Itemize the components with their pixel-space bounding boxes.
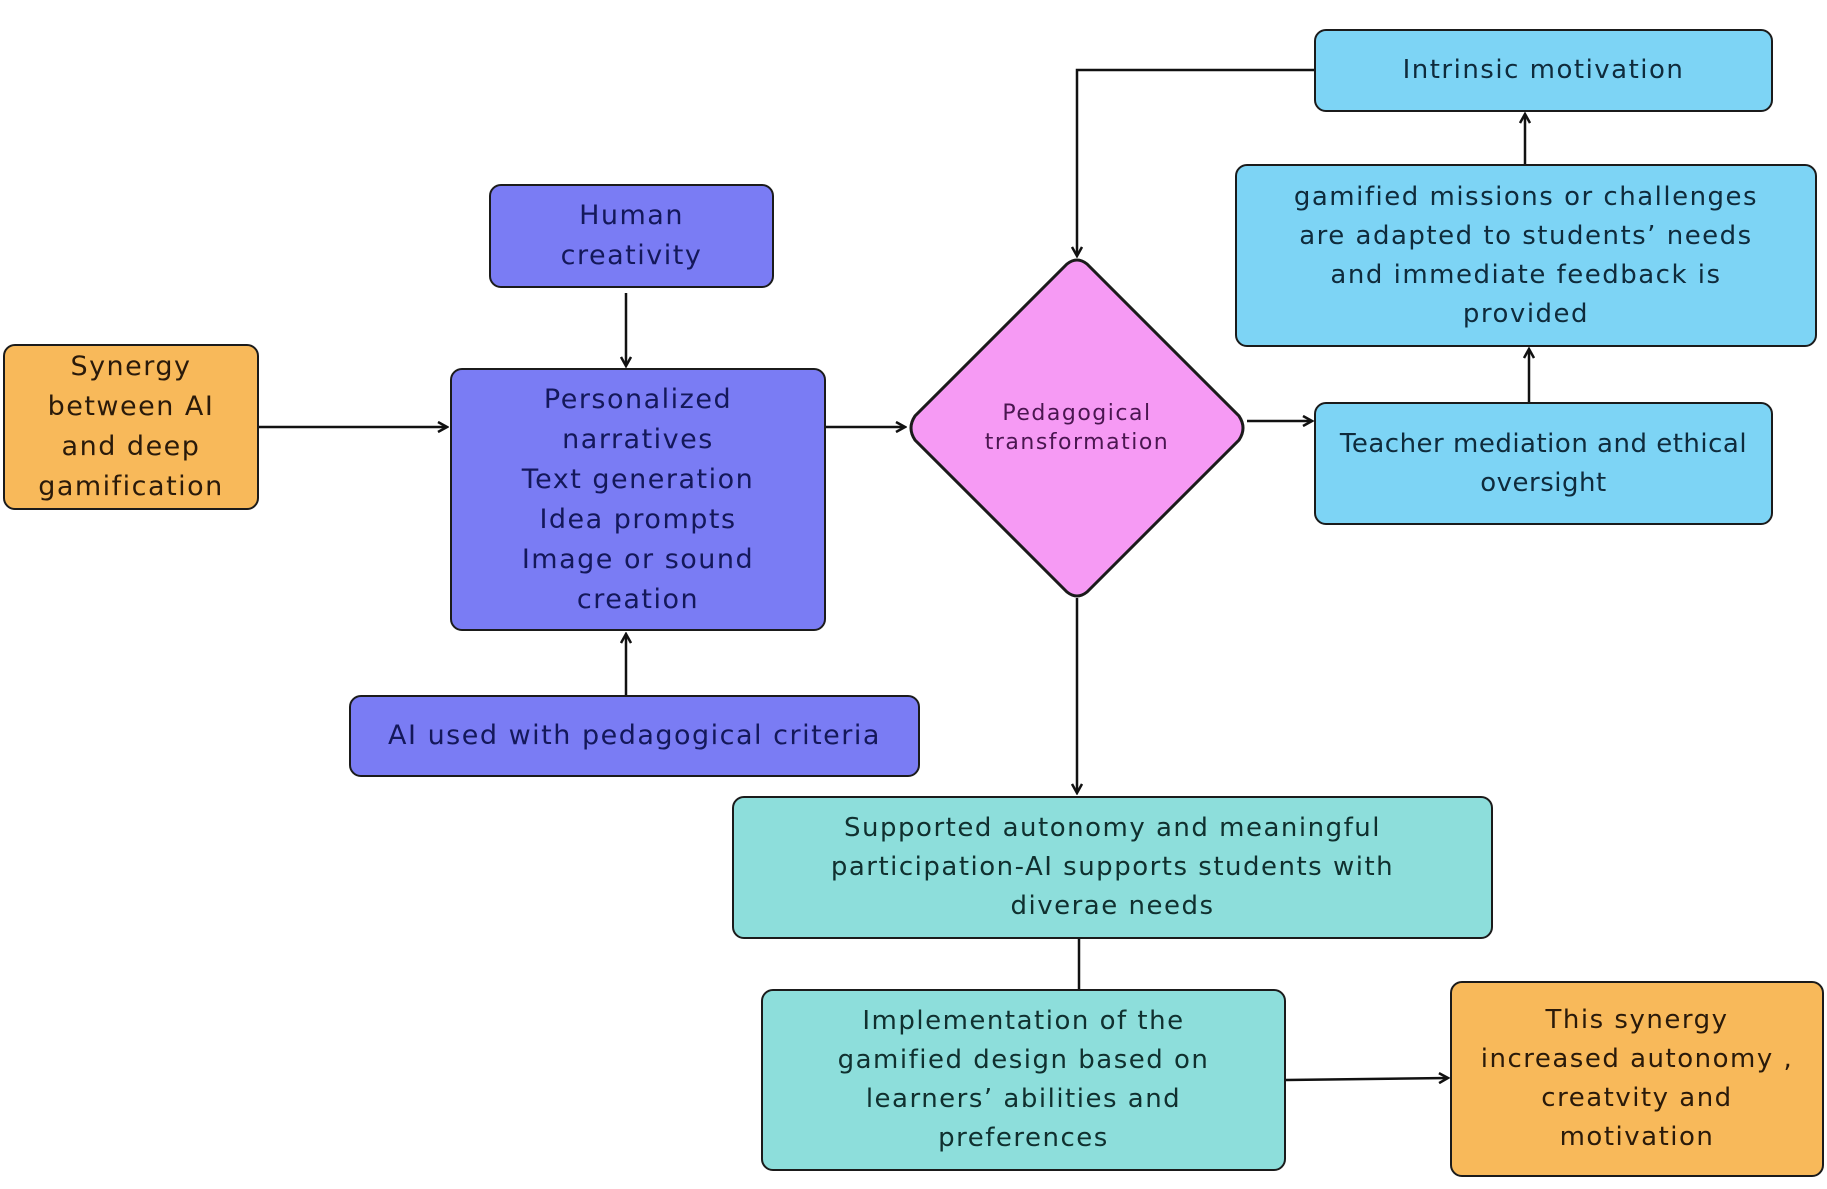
node-ai-criteria-label: AI used with pedagogical criteria [388,720,881,751]
edge-intrinsic-to-diamond [1077,68,1314,256]
node-ai-outputs: Personalized narratives Text generation … [450,368,826,631]
node-outcome: This synergy increased autonomy , creatv… [1450,981,1824,1177]
node-human-creativity: Human creativity [489,184,774,288]
node-intrinsic-motivation-label: Intrinsic motivation [1402,55,1685,85]
node-pedagogical-transformation: Pedagogical transformation [907,258,1247,598]
diamond-shape [909,258,1245,598]
node-synergy-input-label: Synergy between AI and deep gamification [38,351,224,502]
node-teacher-mediation: Teacher mediation and ethical oversight [1314,402,1773,525]
node-gamified-missions-label: gamified missions or challenges are adap… [1293,181,1759,329]
edge-implementation-to-outcome [1285,1078,1448,1080]
node-gamified-missions: gamified missions or challenges are adap… [1235,164,1817,347]
node-outcome-label: This synergy increased autonomy , creatv… [1480,1005,1794,1152]
node-pedagogical-transformation-label: Pedagogical transformation [984,401,1170,455]
node-ai-criteria: AI used with pedagogical criteria [349,695,920,777]
node-synergy-input: Synergy between AI and deep gamification [3,344,259,510]
node-human-creativity-label: Human creativity [560,200,703,271]
node-intrinsic-motivation: Intrinsic motivation [1314,29,1773,112]
node-supported-autonomy: Supported autonomy and meaningful partic… [732,796,1493,939]
node-ai-outputs-label: Personalized narratives Text generation … [521,383,755,615]
node-implementation: Implementation of the gamified design ba… [761,989,1286,1171]
node-implementation-label: Implementation of the gamified design ba… [837,1006,1210,1153]
node-teacher-mediation-label: Teacher mediation and ethical oversight [1339,428,1748,498]
node-supported-autonomy-label: Supported autonomy and meaningful partic… [830,813,1395,921]
